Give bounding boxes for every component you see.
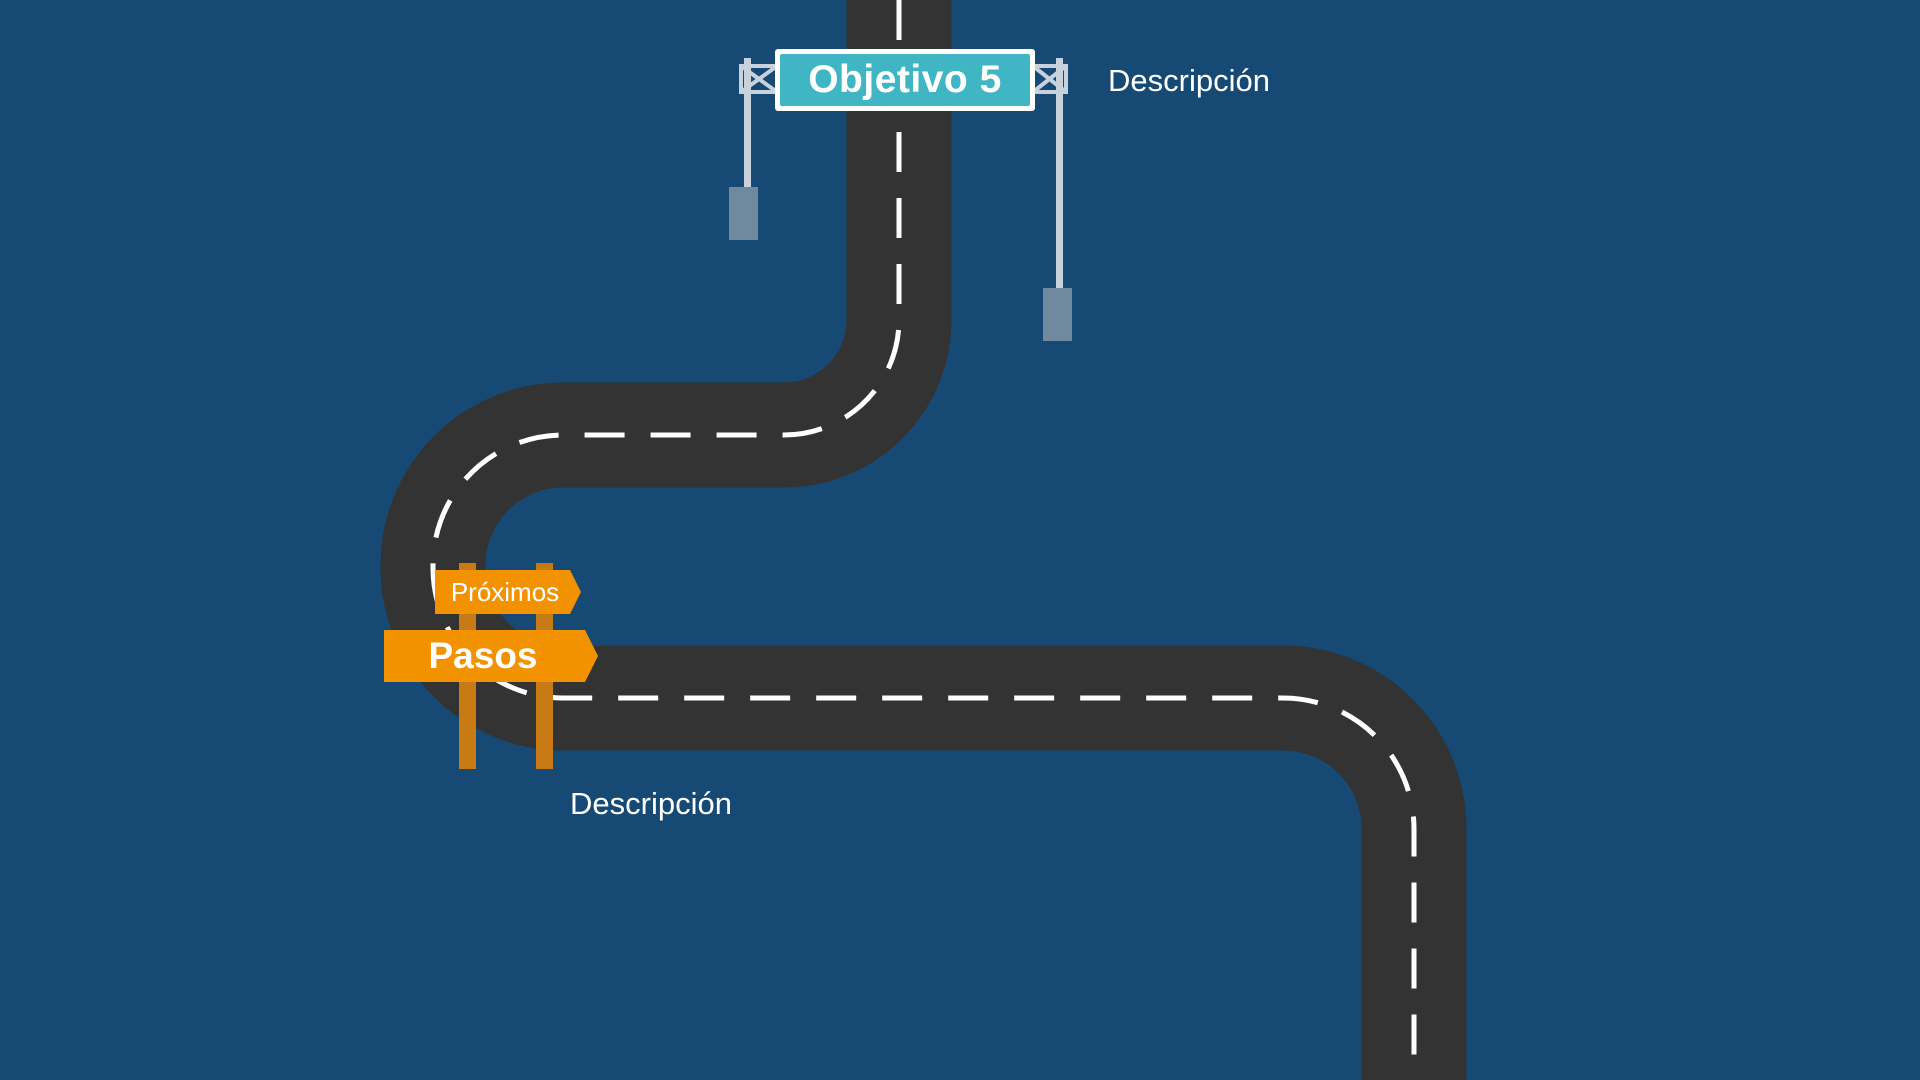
goal-sign-label: Objetivo 5 (777, 50, 1033, 109)
gantry-right-lamp (1043, 288, 1072, 341)
gantry-left-post (744, 58, 751, 190)
direction-sign-top-label: Próximos (435, 570, 575, 614)
steps-description: Descripción (570, 786, 732, 822)
goal-description: Descripción (1108, 63, 1270, 99)
direction-sign-bottom-label: Pasos (384, 630, 582, 682)
road-surface (433, 0, 1414, 1080)
winding-road-icon (433, 0, 1414, 1080)
gantry-left-lamp (729, 187, 758, 240)
